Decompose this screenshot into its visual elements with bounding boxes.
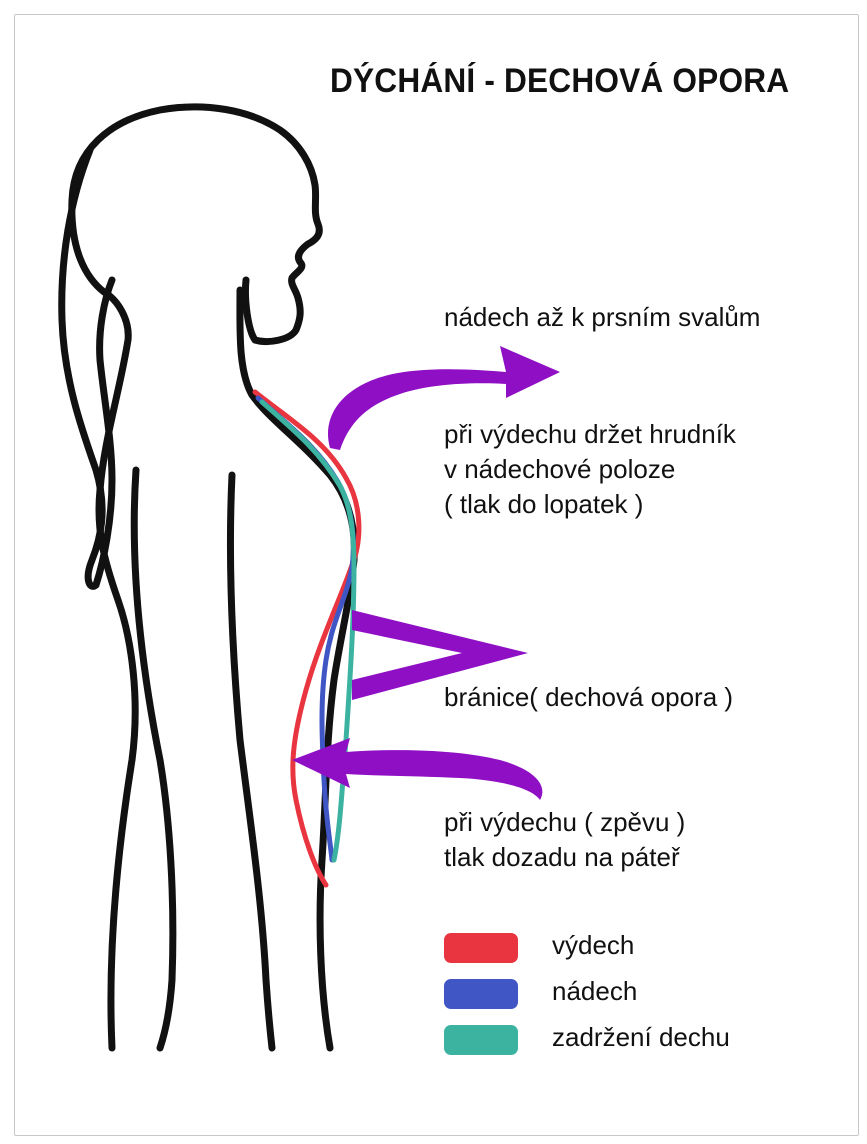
body-silhouette: [62, 107, 355, 1048]
profile-outline: [72, 107, 319, 1048]
arm-outline: [134, 470, 173, 1048]
note-exhale-back-line2: tlak dozadu na páteř: [444, 840, 680, 875]
front-torso: [240, 290, 354, 1048]
hair-strand: [62, 150, 112, 586]
legend-label-exhale: výdech: [552, 930, 634, 961]
legend-swatch-inhale: [444, 979, 518, 1009]
legend-swatch-hold: [444, 1025, 518, 1055]
page-title: DÝCHÁNÍ - DECHOVÁ OPORA: [330, 62, 789, 101]
note-exhale-back-line1: při výdechu ( zpěvu ): [444, 805, 685, 840]
arm-inner: [230, 475, 272, 1048]
note-diaphragm: bránice( dechová opora ): [444, 680, 733, 715]
legend-label-hold: zadržení dechu: [552, 1022, 730, 1053]
note-hold-chest-line2: v nádechové poloze: [444, 452, 675, 487]
note-hold-chest-line1: při výdechu držet hrudník: [444, 417, 736, 452]
legend-label-inhale: nádech: [552, 976, 637, 1007]
note-hold-chest-line3: ( tlak do lopatek ): [444, 487, 643, 522]
note-inhale-to-chest: nádech až k prsním svalům: [444, 300, 760, 335]
legend-swatch-exhale: [444, 933, 518, 963]
arrow-exhale-back-icon: [292, 738, 542, 800]
